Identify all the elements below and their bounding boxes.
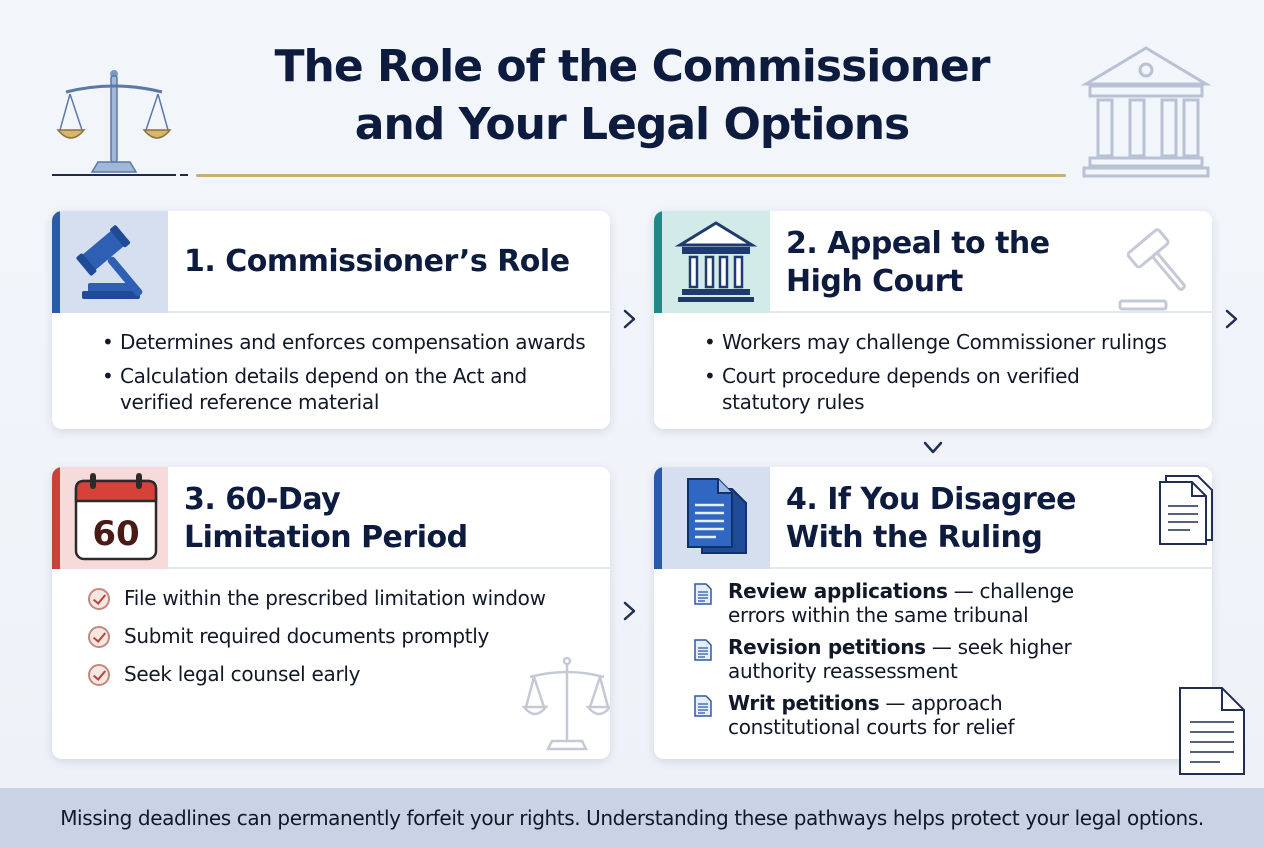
scales-base-line	[52, 174, 176, 176]
list-item: Determines and enforces compensation awa…	[100, 329, 586, 355]
document-outline-icon	[1159, 475, 1213, 545]
card-appeal-high-court: 2. Appeal to the High Court Workers may …	[654, 211, 1212, 429]
card-if-you-disagree: 4. If You Disagree With the Ruling Revie…	[654, 467, 1212, 759]
card-header: 1. Commissioner’s Role	[52, 211, 610, 313]
document-outline-icon	[1179, 687, 1245, 775]
card-title: 1. Commissioner’s Role	[184, 244, 570, 279]
chevron-right-icon	[623, 309, 636, 329]
card-accent	[52, 467, 60, 569]
footer-text: Missing deadlines can permanently forfei…	[60, 806, 1204, 830]
gavel-outline-icon	[1118, 228, 1186, 311]
courthouse-outline-icon	[1080, 46, 1212, 178]
footer-banner: Missing deadlines can permanently forfei…	[0, 788, 1264, 848]
calendar-number: 60	[92, 514, 139, 554]
card-accent	[52, 211, 60, 313]
calendar-icon: 60	[60, 467, 168, 569]
card-header: 60 3. 60-Day Limitation Period	[52, 467, 610, 569]
title-divider	[196, 174, 1066, 177]
list-item: Writ petitions — approach constitutional…	[690, 691, 1188, 739]
card-header: 4. If You Disagree With the Ruling	[654, 467, 1212, 569]
scales-base-dash	[180, 174, 188, 176]
chevron-right-icon	[623, 601, 636, 621]
document-icon	[694, 639, 712, 661]
list-item: Seek legal counsel early	[88, 661, 586, 687]
documents-icon	[662, 467, 770, 569]
list-item: Court procedure depends on verified stat…	[702, 363, 1188, 415]
card-remedy-list: Review applications — challenge errors w…	[690, 579, 1188, 747]
card-accent	[654, 467, 662, 569]
gavel-icon	[60, 211, 168, 313]
check-circle-icon	[88, 664, 110, 686]
document-icon	[694, 583, 712, 605]
card-title: 3. 60-Day Limitation Period	[184, 482, 468, 555]
card-accent	[654, 211, 662, 313]
list-item: Review applications — challenge errors w…	[690, 579, 1188, 627]
scales-of-justice-icon	[56, 70, 172, 173]
list-item: Workers may challenge Commissioner rulin…	[702, 329, 1188, 355]
check-circle-icon	[88, 588, 110, 610]
card-commissioners-role: 1. Commissioner’s Role Determines and en…	[52, 211, 610, 429]
chevron-right-icon	[1225, 309, 1238, 329]
card-limitation-period: 60 3. 60-Day Limitation Period File with…	[52, 467, 610, 759]
title-line-2: and Your Legal Options	[354, 99, 910, 150]
card-title: 2. Appeal to the High Court	[786, 226, 1050, 299]
list-item: Calculation details depend on the Act an…	[100, 363, 586, 415]
list-item: Revision petitions — seek higher authori…	[690, 635, 1188, 683]
card-checklist: File within the prescribed limitation wi…	[88, 585, 586, 699]
check-circle-icon	[88, 626, 110, 648]
document-icon	[694, 695, 712, 717]
title-line-1: The Role of the Commissioner	[274, 41, 991, 92]
scales-outline-icon	[522, 656, 610, 751]
chevron-down-icon	[923, 441, 943, 454]
list-item: Submit required documents promptly	[88, 623, 586, 649]
card-bullet-list: Determines and enforces compensation awa…	[100, 329, 586, 423]
card-bullet-list: Workers may challenge Commissioner rulin…	[702, 329, 1188, 423]
list-item: File within the prescribed limitation wi…	[88, 585, 586, 611]
card-title: 4. If You Disagree With the Ruling	[786, 482, 1077, 555]
page-title: The Role of the Commissioner and Your Le…	[0, 38, 1264, 154]
card-header: 2. Appeal to the High Court	[654, 211, 1212, 313]
courthouse-icon	[662, 211, 770, 313]
